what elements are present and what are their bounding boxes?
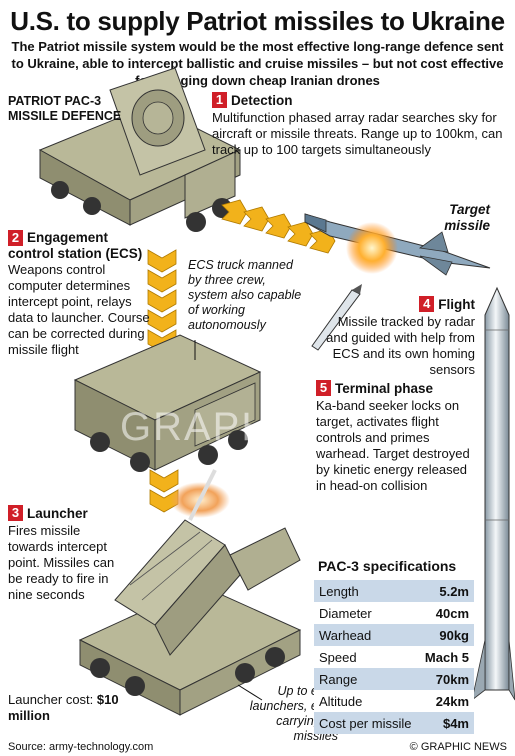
spec-label: Range [314,668,419,690]
leader-line [237,684,263,701]
spec-value: Mach 5 [418,646,474,668]
launcher-cost: Launcher cost: $10 million [8,692,128,724]
explosion-icon [346,222,398,274]
launcher-cost-value: $10 million [8,692,119,723]
spec-value: $4m [418,712,474,734]
page-title: U.S. to supply Patriot missiles to Ukrai… [10,6,505,36]
step-number: 1 [212,92,227,108]
step-number: 5 [316,380,331,396]
interceptor-missile-icon [471,286,515,701]
caption-ecs-truck: ECS truck manned by three crew, system a… [188,258,302,332]
section-terminal-phase: 5 Terminal phase Ka-band seeker locks on … [316,380,478,494]
spec-label: Speed [314,646,419,668]
spec-value: 40cm [418,602,474,624]
section-body: Multifunction phased array radar searche… [212,110,503,157]
section-title: Flight [438,297,475,312]
spec-label: Length [314,580,419,602]
target-missile-icon [304,213,491,276]
system-label: PATRIOT PAC-3 MISSILE DEFENCE [8,94,122,123]
credit-text: © GRAPHIC NEWS [409,741,507,753]
launcher-truck-icon [78,469,302,716]
chevron-arrows-icon [221,199,336,254]
source-text: Source: army-technology.com [8,741,154,753]
step-number: 2 [8,230,23,246]
step-number: 4 [419,296,435,312]
spec-value: 5.2m [418,580,474,602]
section-detection: 1 Detection Multifunction phased array ra… [212,92,510,158]
section-title: Detection [231,93,293,108]
section-body: Weapons control computer determines inte… [8,262,150,357]
ecs-truck-icon [73,334,262,472]
section-body: Fires missile towards intercept point. M… [8,523,115,602]
interceptor-flight-icon [311,284,362,351]
spec-label: Warhead [314,624,419,646]
specs-title: PAC-3 specifications [318,558,457,574]
section-title: Engagement control station (ECS) [8,230,143,261]
launcher-cost-label: Launcher cost: [8,692,94,707]
section-launcher: 3 Launcher Fires missile towards intercep… [8,505,118,603]
radar-truck-icon [38,67,242,232]
watermark: GRAPHIC NEWS [120,405,458,449]
spec-row: Cost per missile$4m [314,712,474,734]
section-title: Launcher [27,506,88,521]
chevron-down-icon [147,249,179,513]
section-body: Missile tracked by radar and guided with… [326,314,475,377]
target-missile-label: Target missile [444,202,490,233]
step-number: 3 [8,505,23,521]
section-title: Terminal phase [335,381,434,396]
spec-label: Altitude [314,690,419,712]
page-subtitle: The Patriot missile system would be the … [11,39,504,88]
spec-label: Cost per missile [314,712,419,734]
spec-label: Diameter [314,602,419,624]
spec-value: 70km [418,668,474,690]
spec-value: 90kg [418,624,474,646]
spec-value: 24km [418,690,474,712]
section-body: Ka-band seeker locks on target, activate… [316,398,470,493]
